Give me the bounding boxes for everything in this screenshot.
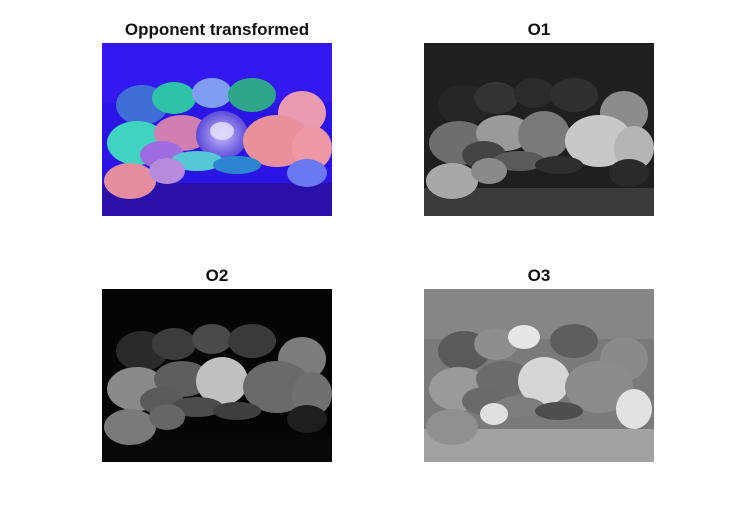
panel-title-opponent: Opponent transformed [124,20,310,39]
panel-title-o1: O1 [527,20,551,39]
o2-image [102,289,332,462]
o3-image [424,289,654,462]
panel-title-o2: O2 [205,266,229,285]
panel-title-o3: O3 [527,266,551,285]
o1-image [424,43,654,216]
opponent-transformed-image [102,43,332,216]
